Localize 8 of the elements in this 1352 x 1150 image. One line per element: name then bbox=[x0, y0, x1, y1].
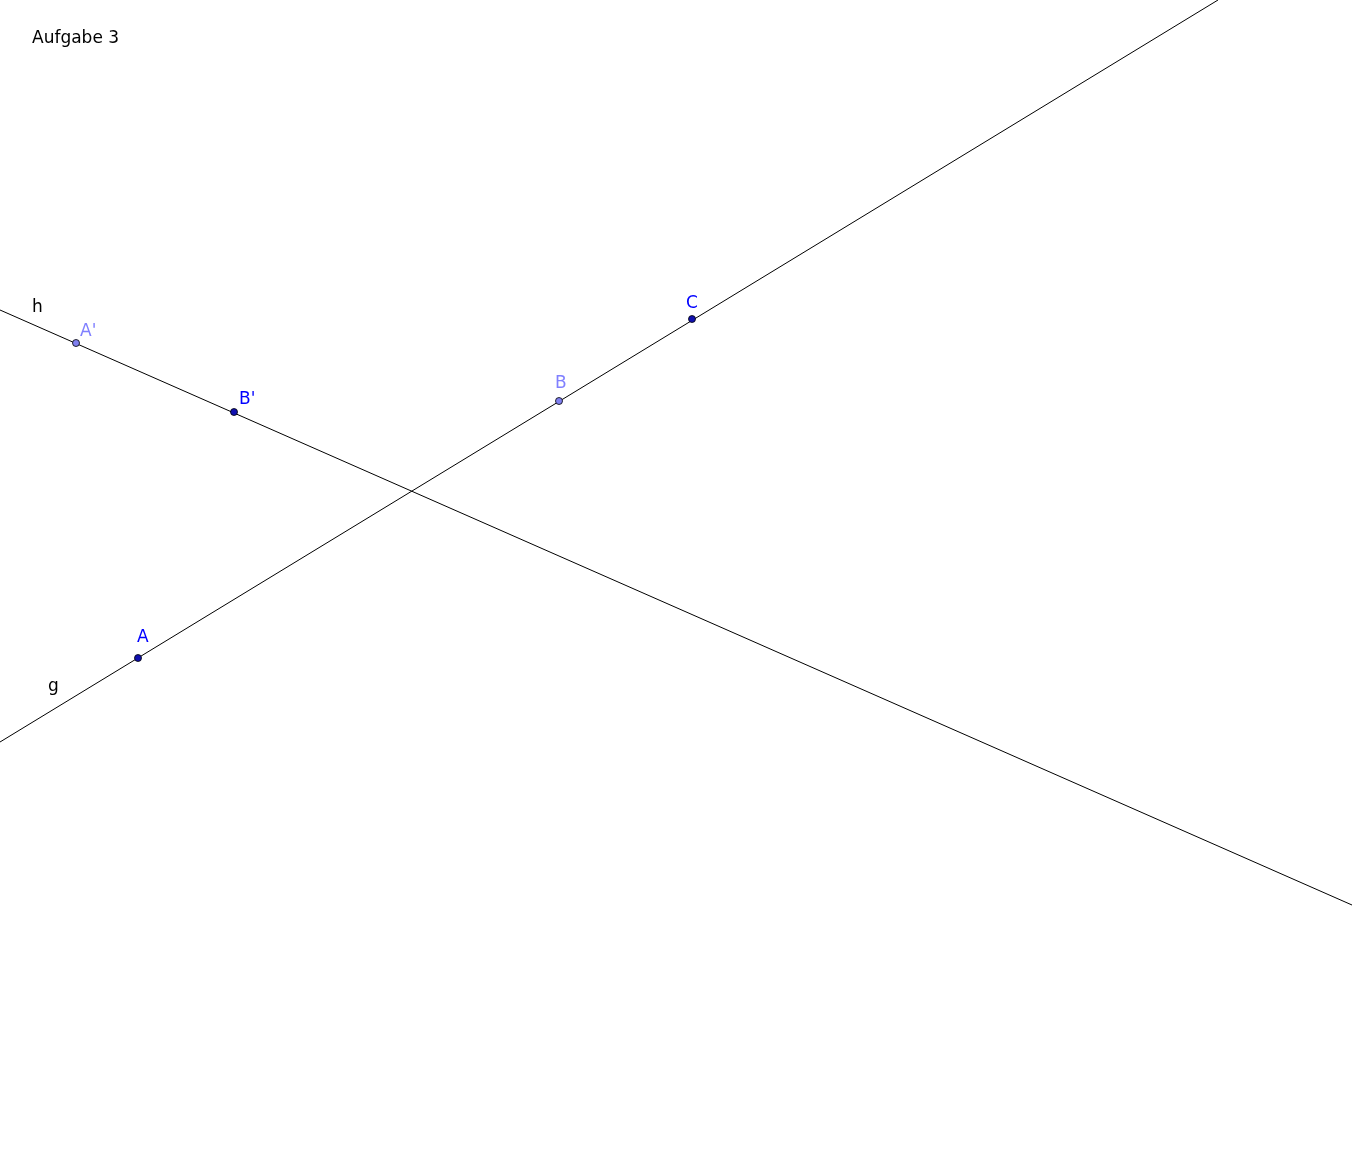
point-label: C bbox=[686, 292, 698, 312]
point-label: A' bbox=[80, 320, 97, 340]
point-label: B' bbox=[239, 388, 256, 408]
point-label: B bbox=[555, 372, 567, 392]
line-label: h bbox=[32, 296, 43, 316]
line-label: g bbox=[48, 675, 59, 695]
point-label: A bbox=[137, 626, 149, 646]
title: Aufgabe 3 bbox=[32, 27, 120, 47]
